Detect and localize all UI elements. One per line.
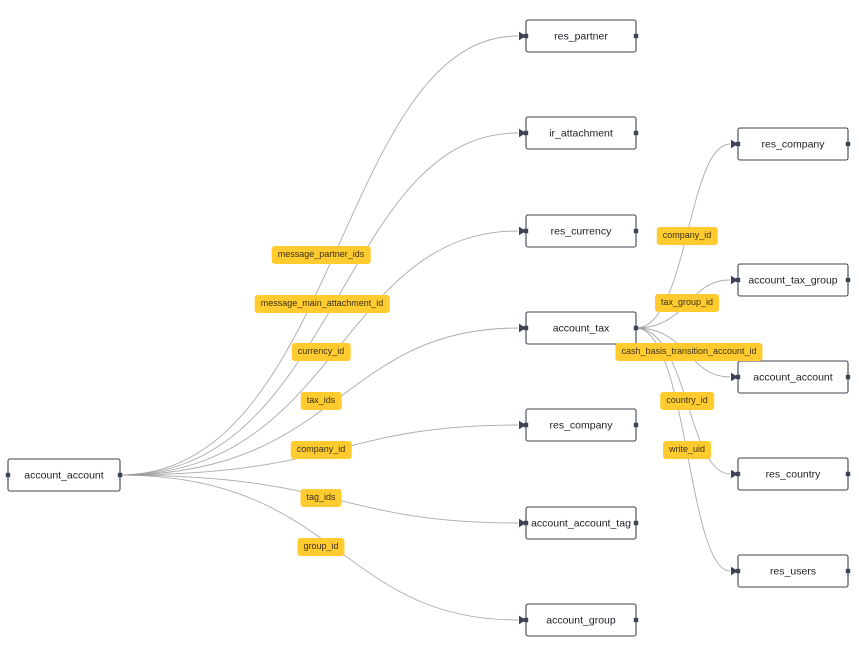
arrowhead-icon xyxy=(731,566,738,576)
port-right[interactable] xyxy=(633,228,639,234)
port-left[interactable] xyxy=(523,33,529,39)
node-account-account-right[interactable]: account_account xyxy=(735,360,851,394)
node-res-partner[interactable]: res_partner xyxy=(523,19,639,53)
node-account-tax-group[interactable]: account_tax_group xyxy=(735,263,851,297)
port-right[interactable] xyxy=(633,520,639,526)
port-left[interactable] xyxy=(523,617,529,623)
port-right[interactable] xyxy=(845,471,851,477)
arrowhead-icon xyxy=(731,275,738,285)
port-right[interactable] xyxy=(633,130,639,136)
node-account-account-tag[interactable]: account_account_tag xyxy=(523,506,639,540)
node-label: account_tax_group xyxy=(748,274,837,286)
node-label: res_company xyxy=(549,419,613,431)
port-left[interactable] xyxy=(5,472,11,478)
port-left[interactable] xyxy=(735,471,741,477)
node-label: account_tax xyxy=(553,322,610,334)
port-right[interactable] xyxy=(845,374,851,380)
port-right[interactable] xyxy=(633,325,639,331)
node-res-country[interactable]: res_country xyxy=(735,457,851,491)
port-left[interactable] xyxy=(735,568,741,574)
arrowhead-icon xyxy=(519,31,526,41)
node-label: res_country xyxy=(766,468,822,480)
node-ir-attachment[interactable]: ir_attachment xyxy=(523,116,639,150)
arrowhead-icon xyxy=(519,323,526,333)
node-res-currency[interactable]: res_currency xyxy=(523,214,639,248)
port-right[interactable] xyxy=(845,568,851,574)
node-label: res_partner xyxy=(554,30,608,42)
node-res-company-mid[interactable]: res_company xyxy=(523,408,639,442)
arrowhead-icon xyxy=(519,518,526,528)
edge-label-cash-basis-transition-account-id[interactable]: cash_basis_transition_account_id xyxy=(615,343,763,361)
edge-label-country-id[interactable]: country_id xyxy=(660,392,714,410)
node-res-users[interactable]: res_users xyxy=(735,554,851,588)
node-res-company-right[interactable]: res_company xyxy=(735,127,851,161)
port-left[interactable] xyxy=(735,277,741,283)
port-right[interactable] xyxy=(633,422,639,428)
edge-label-tax-ids[interactable]: tax_ids xyxy=(300,392,342,410)
port-left[interactable] xyxy=(523,130,529,136)
port-left[interactable] xyxy=(523,422,529,428)
node-label: account_account_tag xyxy=(531,517,631,529)
port-right[interactable] xyxy=(845,141,851,147)
node-label: res_currency xyxy=(551,225,612,237)
node-label: account_account xyxy=(753,371,832,383)
port-left[interactable] xyxy=(735,374,741,380)
edge-label-tax-group-id[interactable]: tax_group_id xyxy=(654,294,720,312)
edge-label-company-id[interactable]: company_id xyxy=(656,227,718,245)
edge-label-tag-ids[interactable]: tag_ids xyxy=(300,489,342,507)
port-left[interactable] xyxy=(523,325,529,331)
port-right[interactable] xyxy=(845,277,851,283)
port-right[interactable] xyxy=(633,33,639,39)
arrowhead-icon xyxy=(731,372,738,382)
edge-label-company-id[interactable]: company_id xyxy=(290,441,352,459)
node-label: account_group xyxy=(546,614,616,626)
edge-label-message-main-attachment-id[interactable]: message_main_attachment_id xyxy=(254,295,390,313)
arrowhead-icon xyxy=(731,139,738,149)
arrowhead-icon xyxy=(519,420,526,430)
edge-label-message-partner-ids[interactable]: message_partner_ids xyxy=(271,246,371,264)
arrowhead-icon xyxy=(519,128,526,138)
arrowhead-icon xyxy=(519,615,526,625)
node-label: account_account xyxy=(24,469,103,481)
arrowhead-icon xyxy=(731,469,738,479)
node-label: ir_attachment xyxy=(549,127,613,139)
edge-label-currency-id[interactable]: currency_id xyxy=(291,343,351,361)
node-account-tax[interactable]: account_tax xyxy=(523,311,639,345)
node-label: res_users xyxy=(770,565,816,577)
node-group: account_account res_partner ir_attachmentr… xyxy=(5,19,851,637)
arrowhead-icon xyxy=(519,226,526,236)
port-right[interactable] xyxy=(633,617,639,623)
node-account-account-root[interactable]: account_account xyxy=(5,458,123,492)
edge-label-write-uid[interactable]: write_uid xyxy=(662,441,712,459)
edge-group xyxy=(119,31,738,625)
node-label: res_company xyxy=(761,138,825,150)
port-left[interactable] xyxy=(735,141,741,147)
node-account-group[interactable]: account_group xyxy=(523,603,639,637)
port-left[interactable] xyxy=(523,520,529,526)
port-left[interactable] xyxy=(523,228,529,234)
edge-label-group-id[interactable]: group_id xyxy=(297,538,345,556)
port-right[interactable] xyxy=(117,472,123,478)
